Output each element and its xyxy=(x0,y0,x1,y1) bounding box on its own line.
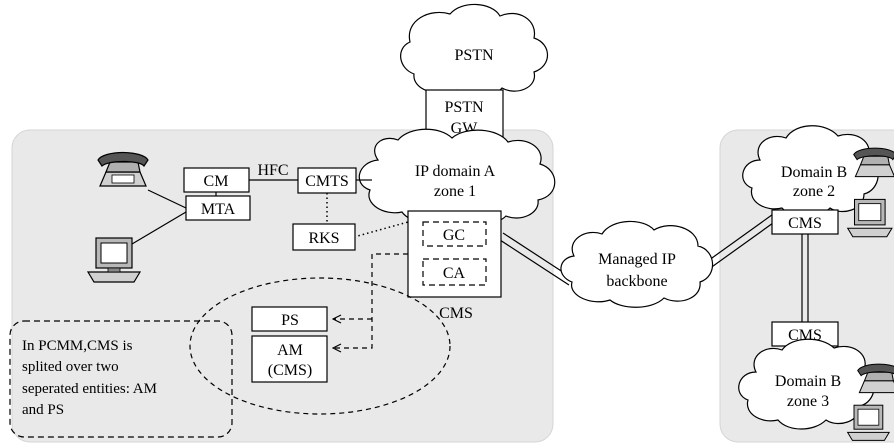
computer-icon xyxy=(846,404,891,441)
domain-b2-label-1: Domain B xyxy=(781,164,847,181)
hfc-label: HFC xyxy=(257,162,288,179)
note-line-2: splited over two xyxy=(22,359,119,375)
pstn-label: PSTN xyxy=(454,47,494,64)
cms-a-caption: CMS xyxy=(439,305,473,322)
managed-ip-backbone-cloud: Managed IP backbone xyxy=(560,220,714,308)
pstn-gw-label-1: PSTN xyxy=(444,99,484,116)
am-box: AM (CMS) xyxy=(251,335,328,383)
cm-label: CM xyxy=(204,173,229,190)
backbone-cmsb2-link-b xyxy=(701,217,781,275)
am-label-1: AM xyxy=(277,342,303,359)
ca-box xyxy=(422,258,487,286)
mta-box: MTA xyxy=(185,195,251,221)
pc-mta-link xyxy=(131,211,187,245)
managed-ip-label-1: Managed IP xyxy=(598,251,676,268)
gc-label: GC xyxy=(443,227,465,244)
ps-label: PS xyxy=(281,312,299,329)
note-line-3: seperated entities: AM xyxy=(22,381,157,397)
domain-b2-label-2: zone 2 xyxy=(793,183,835,200)
telephone-icon xyxy=(97,151,149,187)
am-label-2: (CMS) xyxy=(268,362,312,379)
ps-box: PS xyxy=(251,306,328,332)
rks-box: RKS xyxy=(292,223,356,251)
note-line-4: and PS xyxy=(22,402,64,418)
pstn-cloud: PSTN xyxy=(400,3,549,98)
mta-label: MTA xyxy=(201,201,236,218)
gc-box xyxy=(422,221,487,247)
ip-domain-a-cloud: IP domain A zone 1 xyxy=(358,128,556,226)
computer-icon xyxy=(86,237,142,283)
phone-mta-link xyxy=(147,189,187,209)
cms-b2-label: CMS xyxy=(788,215,822,232)
note-line-1: In PCMM,CMS is xyxy=(22,338,133,354)
domain-b-zone2-cloud: Domain B zone 2 xyxy=(742,125,879,218)
rks-cms-link xyxy=(353,221,409,238)
domain-b3-label-1: Domain B xyxy=(775,373,841,390)
cms-backbone-link-b xyxy=(499,239,570,286)
cms-a-box: GC CA xyxy=(407,210,502,298)
pcmm-split-ellipse xyxy=(189,277,451,415)
cms-to-am-arrow xyxy=(333,253,408,348)
cms-b2-box: CMS xyxy=(771,209,839,235)
pcmm-note: In PCMM,CMS is splited over two seperate… xyxy=(9,320,233,438)
cm-box: CM xyxy=(183,167,250,193)
cmts-label: CMTS xyxy=(305,173,349,190)
domain-b3-label-2: zone 3 xyxy=(787,393,829,410)
managed-ip-label-2: backbone xyxy=(606,273,667,290)
ip-domain-a-label-1: IP domain A xyxy=(415,163,496,180)
telephone-icon xyxy=(857,363,894,394)
ca-label: CA xyxy=(443,265,466,282)
telephone-icon xyxy=(853,147,894,178)
computer-icon xyxy=(846,198,893,238)
rks-label: RKS xyxy=(308,230,339,247)
ip-domain-a-label-2: zone 1 xyxy=(434,183,476,200)
cmts-box: CMTS xyxy=(297,167,357,194)
